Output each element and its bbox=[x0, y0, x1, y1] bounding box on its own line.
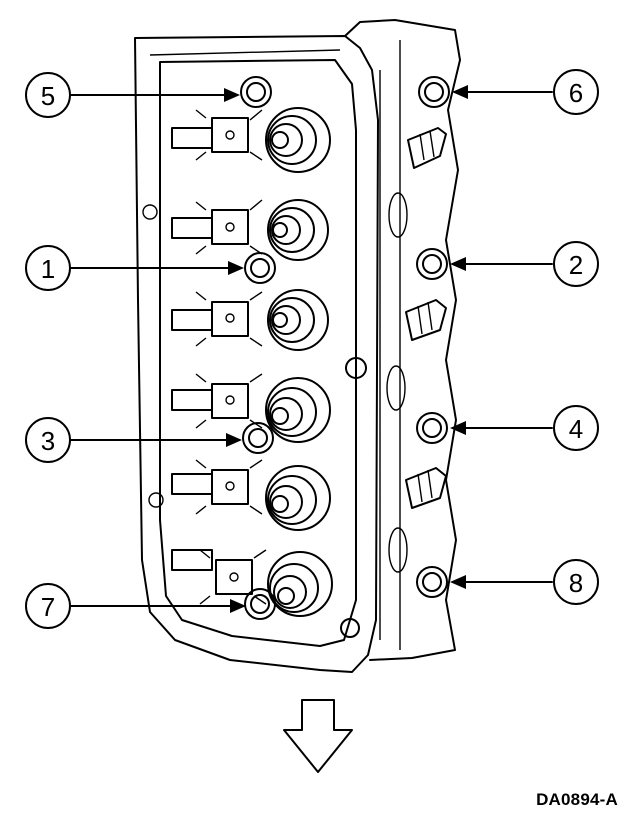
callout-1: 1 bbox=[25, 245, 71, 291]
callout-leader bbox=[69, 85, 553, 613]
spark-plug-icon bbox=[405, 127, 447, 509]
cylinder-head-outline bbox=[134, 19, 461, 673]
callout-6: 6 bbox=[553, 69, 599, 115]
down-arrow-icon bbox=[283, 699, 353, 773]
rocker-and-valve-spring-row bbox=[171, 107, 333, 617]
callout-label: 2 bbox=[569, 250, 583, 280]
head-bolt bbox=[240, 76, 450, 620]
callout-5: 5 bbox=[25, 72, 71, 118]
callout-label: 7 bbox=[41, 592, 55, 622]
callout-7: 7 bbox=[25, 583, 71, 629]
callout-label: 5 bbox=[41, 81, 55, 111]
callout-4: 4 bbox=[553, 405, 599, 451]
callout-label: 6 bbox=[569, 78, 583, 108]
callout-label: 4 bbox=[569, 414, 583, 444]
callout-label: 1 bbox=[41, 254, 55, 284]
callout-2: 2 bbox=[553, 241, 599, 287]
callout-8: 8 bbox=[553, 559, 599, 605]
figure-code: DA0894-A bbox=[536, 790, 618, 809]
callout-label: 8 bbox=[569, 568, 583, 598]
callout-3: 3 bbox=[25, 417, 71, 463]
callout-label: 3 bbox=[41, 426, 55, 456]
